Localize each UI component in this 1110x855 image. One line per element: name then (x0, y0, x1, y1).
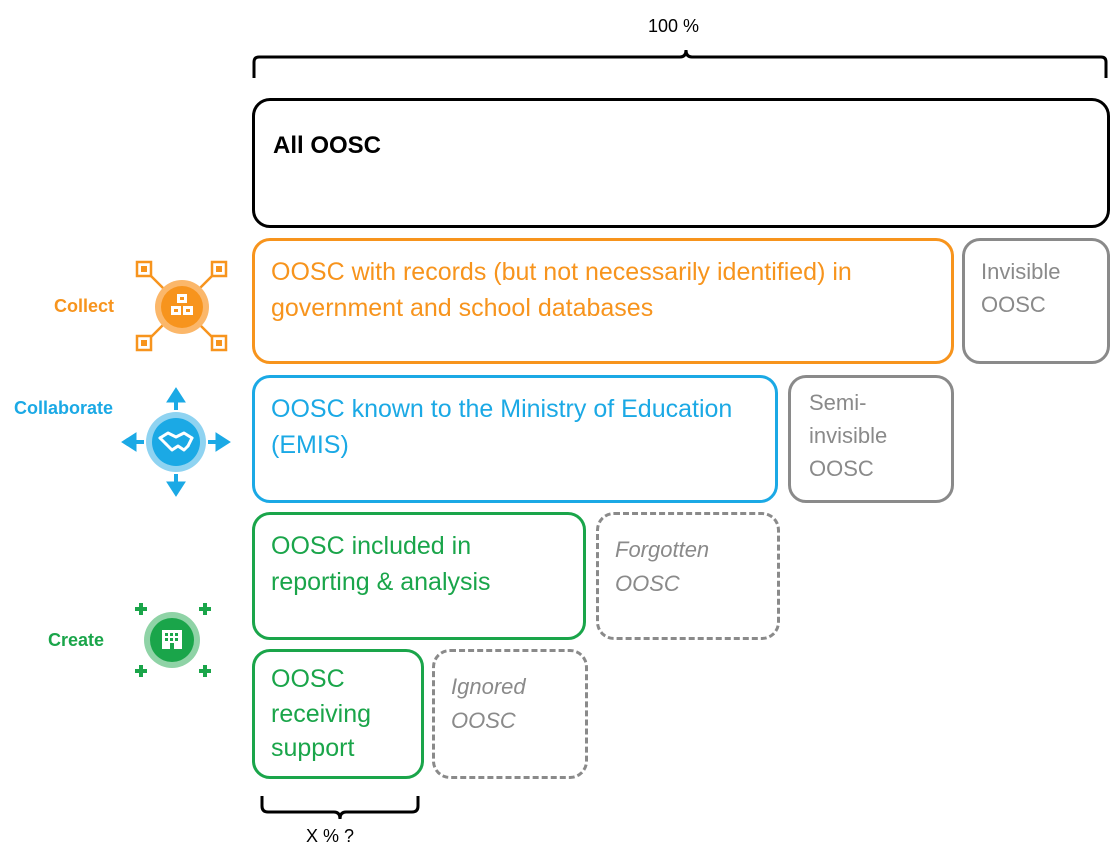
oosc-reporting-box: OOSC included in reporting & analysis (252, 512, 586, 640)
semi-invisible-oosc-label: Semi-invisible OOSC (809, 390, 888, 481)
oosc-reporting-label: OOSC included in reporting & analysis (271, 532, 491, 596)
invisible-oosc-label: Invisible OOSC (981, 259, 1061, 317)
collect-label: Collect (54, 296, 115, 316)
collaborate-label: Collaborate (14, 398, 114, 418)
forgotten-oosc-label: Forgotten OOSC (615, 537, 710, 597)
oosc-support-box: OOSC receiving support (252, 649, 424, 779)
ignored-oosc-label: Ignored OOSC (451, 674, 526, 734)
oosc-support-label: OOSC receiving support (271, 665, 372, 762)
unknown-percent-label: X % ? (306, 826, 355, 846)
oosc-with-records-label: OOSC with records (but not necessarily i… (271, 258, 852, 322)
forgotten-oosc-box: Forgotten OOSC (596, 512, 780, 640)
all-oosc-label: All OOSC (273, 132, 382, 159)
all-oosc-box: All OOSC (252, 98, 1110, 228)
create-label: Create (48, 630, 105, 650)
oosc-known-label: OOSC known to the Ministry of Education … (271, 395, 733, 459)
semi-invisible-oosc-box: Semi-invisible OOSC (788, 375, 954, 503)
invisible-oosc-box: Invisible OOSC (962, 238, 1110, 364)
oosc-known-box: OOSC known to the Ministry of Education … (252, 375, 778, 503)
ignored-oosc-box: Ignored OOSC (432, 649, 588, 779)
oosc-with-records-box: OOSC with records (but not necessarily i… (252, 238, 954, 364)
total-percent-label: 100 % (648, 16, 700, 36)
